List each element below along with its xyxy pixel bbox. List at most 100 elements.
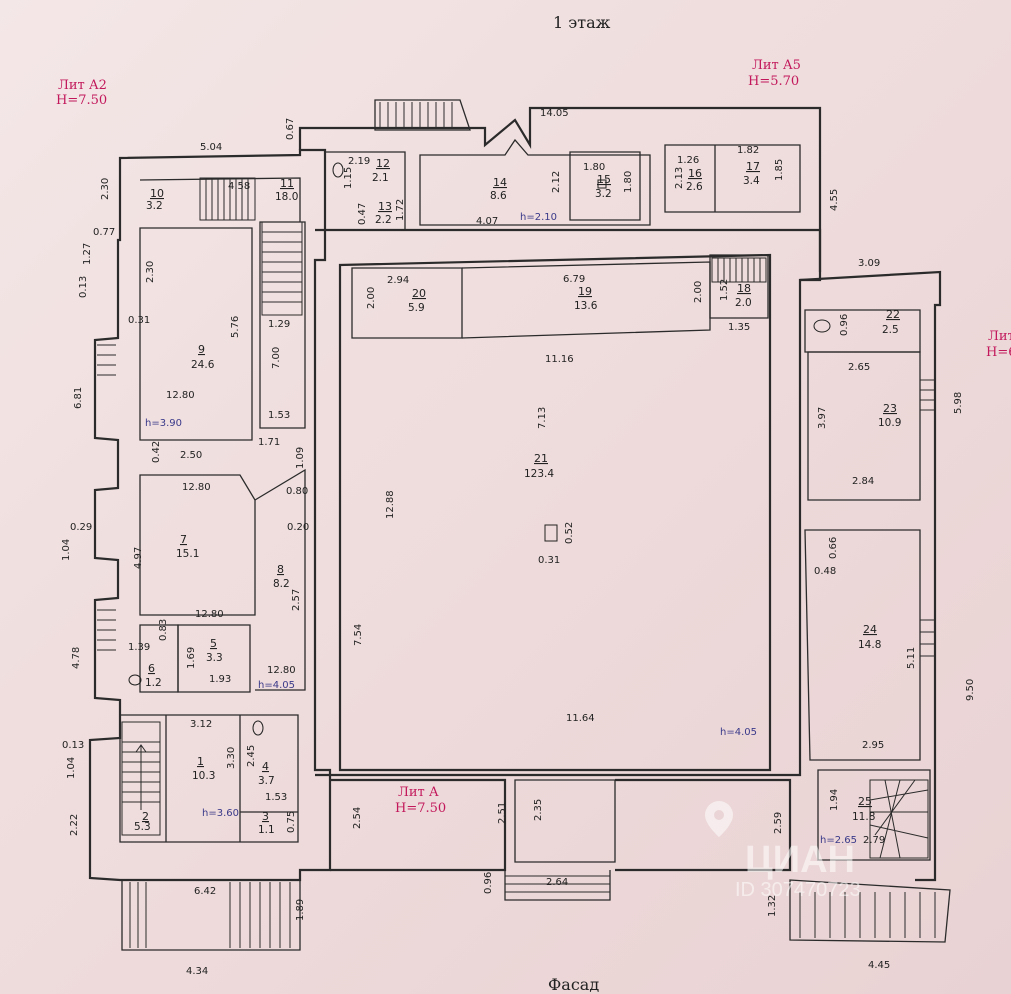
- dimension: 1.15: [343, 167, 354, 189]
- room-area: 8.2: [273, 578, 290, 590]
- room-number: 23: [883, 402, 897, 415]
- dimension: 2.57: [291, 589, 302, 611]
- dimension: 1.32: [767, 895, 778, 917]
- room-area: 3.2: [146, 200, 163, 212]
- lit-height: H=5.70: [748, 74, 799, 89]
- dimension: 0.13: [62, 740, 84, 751]
- dimension: 2.13: [674, 167, 685, 189]
- room-number: 7: [180, 533, 187, 546]
- room-area: 10.9: [878, 417, 901, 429]
- height-label: h=2.65: [820, 835, 857, 846]
- room-area: 2.6: [686, 181, 703, 193]
- stair-bottom-left: [129, 882, 291, 948]
- dimension: 1.04: [66, 757, 77, 779]
- dimension: 2.59: [773, 812, 784, 834]
- dimension: 1.52: [719, 279, 730, 301]
- lit-height: H=6: [986, 345, 1011, 360]
- room-number: 12: [376, 157, 390, 170]
- dimension: 0.29: [70, 522, 92, 533]
- dimension: 1.53: [265, 792, 287, 803]
- toilet-icon: [128, 674, 142, 686]
- dimension: 1.09: [295, 447, 306, 469]
- dimension: 0.83: [158, 619, 169, 641]
- lit-label: Лит А2: [58, 78, 107, 93]
- toilet-icon: [813, 319, 831, 333]
- stair-porch-top: [379, 102, 453, 128]
- room-number: 18: [737, 282, 751, 295]
- room-area: 8.6: [490, 190, 507, 202]
- dimension: 1.94: [829, 789, 840, 811]
- room-area: 10.3: [192, 770, 215, 782]
- dimension: 5.76: [230, 316, 241, 338]
- stair-right-small: [711, 257, 767, 283]
- room-number: 25: [858, 795, 872, 808]
- dimension: 1.27: [82, 243, 93, 265]
- room-number: 10: [150, 187, 164, 200]
- dimension: 1.85: [774, 159, 785, 181]
- dimension: 2.45: [246, 745, 257, 767]
- dimension: 2.35: [533, 799, 544, 821]
- height-label: h=4.05: [720, 727, 757, 738]
- dimension: 6.79: [563, 274, 585, 285]
- dimension: 5.11: [906, 647, 917, 669]
- facade-label: Фасад: [548, 975, 599, 994]
- room-number: 24: [863, 623, 877, 636]
- dimension: 0.96: [483, 872, 494, 894]
- room-number: 13: [378, 200, 392, 213]
- dimension: 4.78: [71, 647, 82, 669]
- toilet-icon: [252, 720, 264, 736]
- dimension: 2.64: [546, 877, 568, 888]
- dimension: 0.96: [839, 314, 850, 336]
- dimension: 0.80: [286, 486, 308, 497]
- room-area: 123.4: [524, 468, 554, 480]
- room-area: 18.0: [275, 191, 298, 203]
- room-number: 2: [142, 810, 149, 823]
- dimension: 3.09: [858, 258, 880, 269]
- stair-side-left: [97, 344, 116, 651]
- room-number: 9: [198, 343, 205, 356]
- dimension: 2.22: [69, 814, 80, 836]
- room-area: 2.2: [375, 214, 392, 226]
- dimension: 2.84: [852, 476, 874, 487]
- dimension: 1.04: [61, 539, 72, 561]
- dimension: 1.82: [737, 145, 759, 156]
- room-number: 4: [262, 760, 269, 773]
- stair-bottom-right: [799, 892, 936, 938]
- walls: [88, 99, 951, 951]
- dimension: 2.50: [180, 450, 202, 461]
- dimension: 2.79: [863, 835, 885, 846]
- room-area: 1.2: [145, 677, 162, 689]
- height-label: h=3.90: [145, 418, 182, 429]
- dimension: 2.51: [497, 802, 508, 824]
- dimension: 0.52: [564, 522, 575, 544]
- dimension: 0.13: [78, 276, 89, 298]
- room-number: 22: [886, 308, 900, 321]
- dimension: 2.54: [352, 807, 363, 829]
- dimension: 5.98: [953, 392, 964, 414]
- room-number: 19: [578, 285, 592, 298]
- room-number: 3: [262, 810, 269, 823]
- height-label: h=4.05: [258, 680, 295, 691]
- room-area: 14.8: [858, 639, 881, 651]
- dimension: 7.13: [537, 407, 548, 429]
- dimension: 4.07: [476, 216, 498, 227]
- dimension: 3.30: [226, 747, 237, 769]
- dimension: 1.93: [209, 674, 231, 685]
- dimension: 3.97: [817, 407, 828, 429]
- dimension: 2.95: [862, 740, 884, 751]
- room-area: 2.1: [372, 172, 389, 184]
- room-number: 6: [148, 662, 155, 675]
- stairs: [97, 102, 936, 948]
- stair-entry: [121, 721, 161, 836]
- stair-side-right: [920, 379, 935, 657]
- room-area: 13.6: [574, 300, 598, 312]
- dimension: 12.80: [182, 482, 211, 493]
- stair-top-left: [199, 177, 256, 221]
- room-number: 14: [493, 176, 507, 189]
- room-number: 16: [688, 167, 702, 180]
- room-area: 2.5: [882, 324, 899, 336]
- dimension: 0.77: [93, 227, 115, 238]
- dimension: 11.16: [545, 354, 574, 365]
- dimension: 3.12: [190, 719, 212, 730]
- stair-bottom-middle: [505, 875, 610, 893]
